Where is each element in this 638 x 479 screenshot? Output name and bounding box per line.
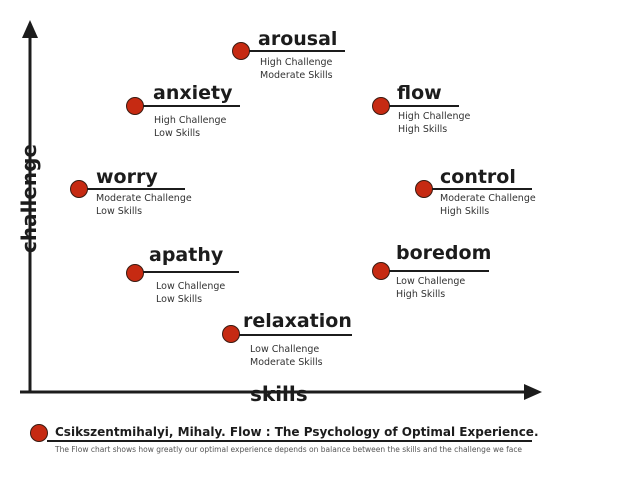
state-underline-worry bbox=[87, 188, 185, 190]
state-underline-flow bbox=[389, 105, 459, 107]
state-challenge-anxiety: High Challenge bbox=[154, 115, 227, 126]
state-challenge-boredom: Low Challenge bbox=[396, 276, 466, 287]
state-title-flow: flow bbox=[397, 82, 442, 104]
state-challenge-control: Moderate Challenge bbox=[440, 193, 536, 204]
state-dot-worry bbox=[70, 180, 88, 198]
x-axis-label: skills bbox=[250, 382, 308, 406]
state-underline-anxiety bbox=[143, 105, 240, 107]
state-underline-relaxation bbox=[239, 334, 352, 336]
reference-underline bbox=[47, 440, 532, 442]
state-title-boredom: boredom bbox=[396, 242, 492, 264]
state-dot-arousal bbox=[232, 42, 250, 60]
state-underline-apathy bbox=[143, 271, 239, 273]
y-axis-arrowhead bbox=[22, 20, 38, 38]
state-challenge-worry: Moderate Challenge bbox=[96, 193, 192, 204]
reference-caption: The Flow chart shows how greatly our opt… bbox=[55, 445, 523, 454]
state-dot-relaxation bbox=[222, 325, 240, 343]
state-dot-boredom bbox=[372, 262, 390, 280]
state-skills-anxiety: Low Skills bbox=[154, 128, 201, 139]
state-dot-control bbox=[415, 180, 433, 198]
state-skills-relaxation: Moderate Skills bbox=[250, 357, 323, 368]
state-title-anxiety: anxiety bbox=[153, 82, 233, 104]
x-axis-arrowhead bbox=[524, 384, 542, 400]
state-dot-anxiety bbox=[126, 97, 144, 115]
state-underline-arousal bbox=[249, 50, 345, 52]
state-title-apathy: apathy bbox=[149, 244, 224, 266]
state-title-control: control bbox=[440, 166, 516, 188]
state-underline-boredom bbox=[389, 270, 489, 272]
state-underline-control bbox=[432, 188, 532, 190]
state-skills-control: High Skills bbox=[440, 206, 490, 217]
state-challenge-relaxation: Low Challenge bbox=[250, 344, 320, 355]
state-title-arousal: arousal bbox=[258, 28, 338, 50]
state-title-worry: worry bbox=[96, 166, 158, 188]
state-challenge-apathy: Low Challenge bbox=[156, 281, 226, 292]
reference-title: Csikszentmihalyi, Mihaly. Flow : The Psy… bbox=[55, 425, 539, 439]
state-challenge-flow: High Challenge bbox=[398, 111, 471, 122]
state-skills-boredom: High Skills bbox=[396, 289, 446, 300]
state-challenge-arousal: High Challenge bbox=[260, 57, 333, 68]
state-skills-flow: High Skills bbox=[398, 124, 448, 135]
state-skills-worry: Low Skills bbox=[96, 206, 143, 217]
y-axis-label: challenge bbox=[17, 144, 41, 253]
state-dot-flow bbox=[372, 97, 390, 115]
state-dot-apathy bbox=[126, 264, 144, 282]
state-skills-apathy: Low Skills bbox=[156, 294, 203, 305]
state-skills-arousal: Moderate Skills bbox=[260, 70, 333, 81]
reference-dot bbox=[30, 424, 48, 442]
state-title-relaxation: relaxation bbox=[243, 310, 352, 332]
